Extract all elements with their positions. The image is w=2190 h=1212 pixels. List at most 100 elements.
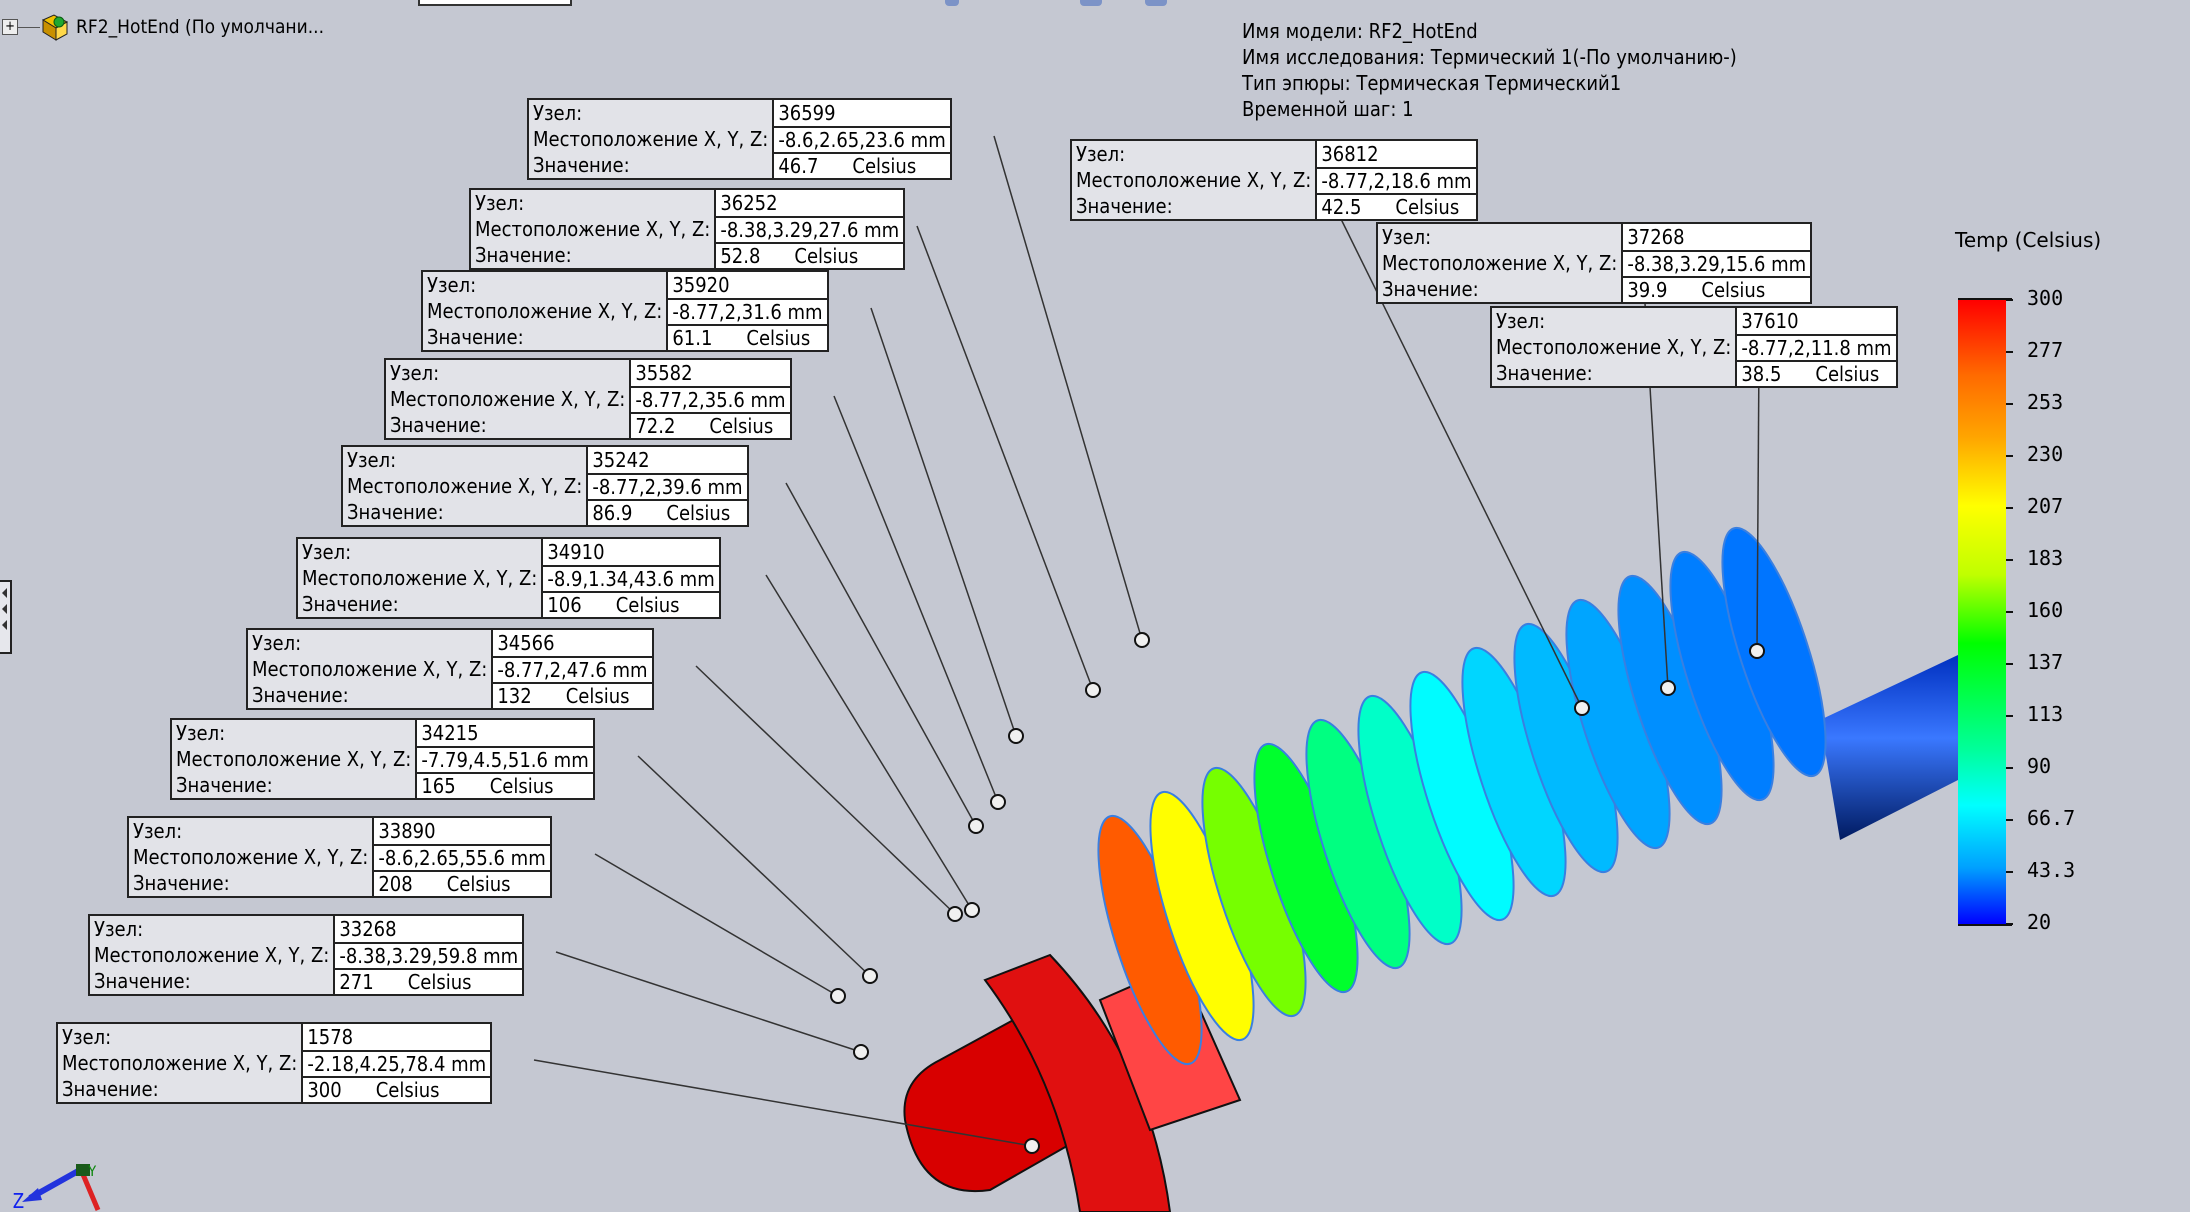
- legend-tick-label: 183: [2027, 546, 2064, 570]
- legend-tick: [2006, 351, 2013, 353]
- node-location: -8.77,2,11.8 mm: [1737, 334, 1896, 360]
- model-name: Имя модели: RF2_HotEnd: [1242, 19, 1478, 43]
- value-label: Значение:: [533, 153, 630, 177]
- panel-collapse-handle[interactable]: [0, 580, 12, 654]
- feature-tree-filter-box[interactable]: [418, 0, 572, 6]
- value-label: Значение:: [475, 243, 572, 267]
- legend-tick-label: 277: [2027, 338, 2064, 362]
- probe-callout[interactable]: Узел:Местоположение X, Y, Z:Значение:352…: [341, 445, 749, 527]
- node-location: -8.77,2,47.6 mm: [493, 656, 652, 682]
- probe-labels: Узел:Местоположение X, Y, Z:Значение:: [248, 630, 491, 708]
- probe-marker: [1085, 682, 1101, 698]
- probe-callout[interactable]: Узел:Местоположение X, Y, Z:Значение:157…: [56, 1022, 493, 1104]
- location-label: Местоположение X, Y, Z:: [1496, 335, 1732, 359]
- legend-tick-label: 207: [2027, 494, 2064, 518]
- probe-callout[interactable]: Узел:Местоположение X, Y, Z:Значение:355…: [384, 358, 792, 440]
- node-label: Узел:: [1076, 142, 1126, 166]
- node-label: Узел:: [1382, 225, 1432, 249]
- z-axis-head: [22, 1188, 42, 1202]
- legend-tick: [2006, 923, 2013, 925]
- location-label: Местоположение X, Y, Z:: [252, 657, 488, 681]
- value-label: Значение:: [94, 969, 191, 993]
- legend-tick: [2006, 715, 2013, 717]
- location-label: Местоположение X, Y, Z:: [62, 1051, 298, 1075]
- legend-tick: [2006, 403, 2013, 405]
- node-location: -8.38,3.29,27.6 mm: [716, 216, 904, 242]
- probe-callout[interactable]: Узел:Местоположение X, Y, Z:Значение:345…: [246, 628, 654, 710]
- node-id: 36812: [1317, 141, 1476, 167]
- toolbar-icon[interactable]: [945, 0, 959, 6]
- value-label: Значение:: [252, 683, 349, 707]
- location-label: Местоположение X, Y, Z:: [1382, 251, 1618, 275]
- probe-marker: [853, 1044, 869, 1060]
- toolbar-icon[interactable]: [1145, 0, 1167, 6]
- probe-marker: [830, 988, 846, 1004]
- part-icon: [41, 14, 69, 41]
- location-label: Местоположение X, Y, Z:: [133, 845, 369, 869]
- location-label: Местоположение X, Y, Z:: [302, 566, 538, 590]
- node-id: 37268: [1623, 224, 1811, 250]
- probe-marker: [990, 794, 1006, 810]
- node-label: Узел:: [347, 448, 397, 472]
- node-location: -8.77,2,35.6 mm: [631, 386, 790, 412]
- probe-leader-line: [993, 135, 1143, 641]
- probe-callout[interactable]: Узел:Местоположение X, Y, Z:Значение:349…: [296, 537, 721, 619]
- probe-labels: Узел:Местоположение X, Y, Z:Значение:: [423, 272, 666, 350]
- value-label: Значение:: [176, 773, 273, 797]
- probe-leader-line: [785, 482, 977, 827]
- probe-marker: [1134, 632, 1150, 648]
- probe-callout[interactable]: Узел:Местоположение X, Y, Z:Значение:332…: [88, 914, 525, 996]
- toolbar-icon[interactable]: [1080, 0, 1102, 6]
- probe-labels: Узел:Местоположение X, Y, Z:Значение:: [58, 1024, 301, 1102]
- legend-tick: [2006, 299, 2013, 301]
- node-id: 35582: [631, 360, 790, 386]
- probe-labels: Узел:Местоположение X, Y, Z:Значение:: [386, 360, 629, 438]
- y-axis-label: Y: [88, 1164, 97, 1180]
- probe-callout[interactable]: Узел:Местоположение X, Y, Z:Значение:359…: [421, 270, 829, 352]
- probe-callout[interactable]: Узел:Местоположение X, Y, Z:Значение:338…: [127, 816, 552, 898]
- probe-labels: Узел:Местоположение X, Y, Z:Значение:: [1378, 224, 1621, 302]
- probe-callout[interactable]: Узел:Местоположение X, Y, Z:Значение:342…: [170, 718, 595, 800]
- feature-tree-root[interactable]: + RF2_HotEnd (По умолчани...: [0, 12, 324, 42]
- probe-labels: Узел:Местоположение X, Y, Z:Значение:: [1492, 308, 1735, 386]
- value-label: Значение:: [62, 1077, 159, 1101]
- node-label: Узел:: [94, 917, 144, 941]
- legend-tick: [2006, 507, 2013, 509]
- node-id: 33268: [335, 916, 523, 942]
- node-label: Узел:: [427, 273, 477, 297]
- legend-tick-label: 137: [2027, 650, 2064, 674]
- probe-callout[interactable]: Узел:Местоположение X, Y, Z:Значение:368…: [1070, 139, 1478, 221]
- heatsink-shaft: [1820, 655, 1958, 840]
- node-label: Узел:: [475, 191, 525, 215]
- node-id: 37610: [1737, 308, 1896, 334]
- probe-callout[interactable]: Узел:Местоположение X, Y, Z:Значение:362…: [469, 188, 906, 270]
- location-label: Местоположение X, Y, Z:: [176, 747, 412, 771]
- location-label: Местоположение X, Y, Z:: [533, 127, 769, 151]
- node-label: Узел:: [62, 1025, 112, 1049]
- node-location: -2.18,4.25,78.4 mm: [303, 1050, 491, 1076]
- model-name-label[interactable]: RF2_HotEnd (По умолчани...: [76, 16, 325, 38]
- probe-leader-line: [870, 307, 1017, 737]
- expand-icon[interactable]: +: [2, 19, 18, 35]
- probe-marker: [1024, 1138, 1040, 1154]
- probe-callout[interactable]: Узел:Местоположение X, Y, Z:Значение:376…: [1490, 306, 1898, 388]
- node-id: 35242: [588, 447, 747, 473]
- axis-triad: Z Y: [12, 1164, 101, 1212]
- node-id: 1578: [303, 1024, 491, 1050]
- probe-callout[interactable]: Узел:Местоположение X, Y, Z:Значение:365…: [527, 98, 952, 180]
- node-location: -8.9,1.34,43.6 mm: [543, 565, 719, 591]
- probe-callout[interactable]: Узел:Местоположение X, Y, Z:Значение:372…: [1376, 222, 1813, 304]
